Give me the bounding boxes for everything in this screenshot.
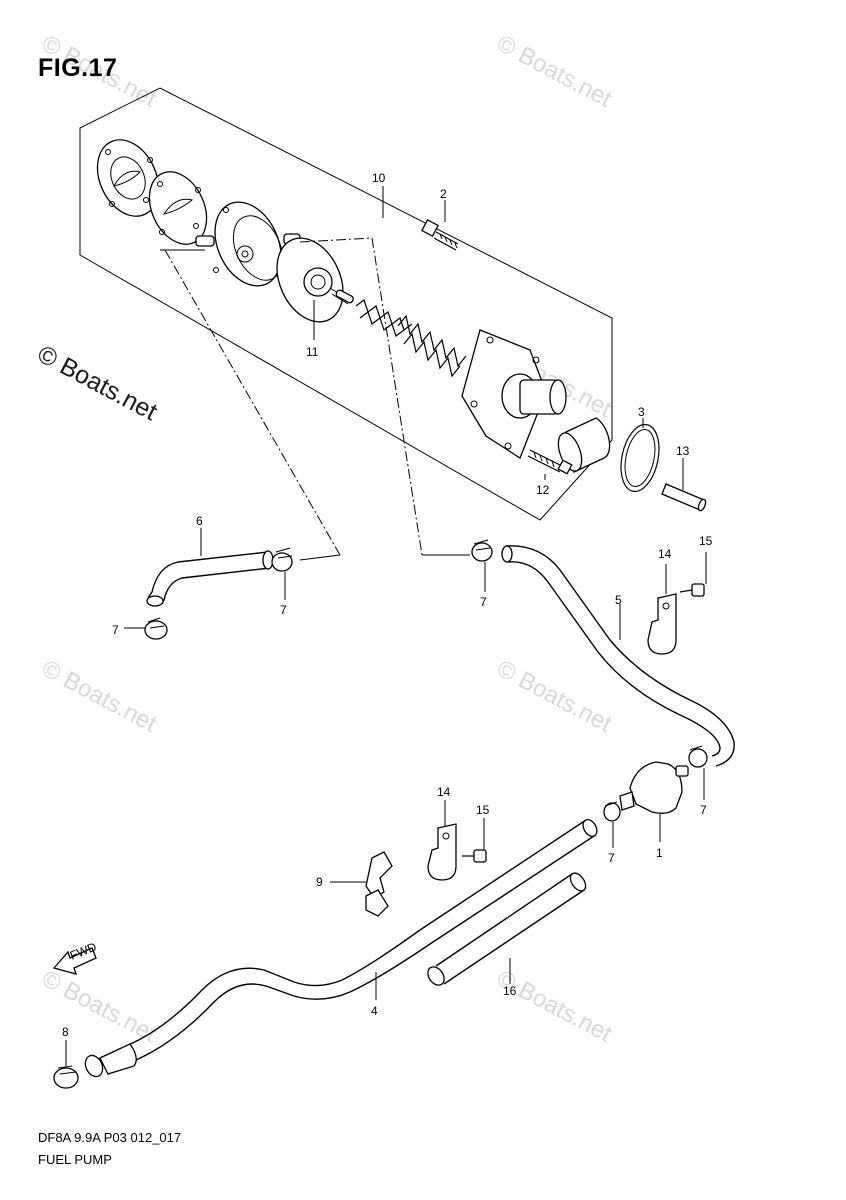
hose-16-part [427, 872, 587, 986]
bolt-15-part [679, 552, 707, 597]
callouts: 1 2 3 4 5 6 7 7 7 7 7 8 9 10 11 12 13 14… [62, 171, 713, 1039]
o-ring-part [620, 423, 660, 493]
callout-3: 3 [638, 405, 645, 419]
callout-7: 7 [280, 603, 287, 617]
callout-7: 7 [700, 803, 707, 817]
callout-2: 2 [440, 187, 447, 201]
clamp-7-part [603, 801, 621, 848]
hose-4-part [84, 818, 598, 1078]
callout-8: 8 [62, 1025, 69, 1039]
screw-part [527, 449, 573, 475]
callout-12: 12 [536, 483, 550, 497]
pump-gasket-part [148, 171, 208, 245]
callout-7: 7 [608, 851, 615, 865]
clamp-7-part [471, 539, 493, 592]
clip-14-part [427, 800, 457, 881]
callout-11: 11 [306, 345, 319, 359]
bolt-15-part [462, 818, 487, 863]
figure-title: FIG.17 [38, 54, 118, 82]
clamp-7-part [688, 745, 708, 800]
small-spring-part [355, 299, 413, 337]
bolt-part [421, 219, 459, 251]
callout-9: 9 [316, 875, 323, 889]
callout-1: 1 [656, 846, 663, 860]
callout-13: 13 [676, 444, 690, 458]
callout-15: 15 [476, 803, 490, 817]
fuel-filter-1-part [619, 761, 689, 842]
callout-5: 5 [615, 593, 622, 607]
pump-assembly-outline [79, 87, 613, 521]
callout-16: 16 [503, 984, 517, 998]
callout-7: 7 [112, 623, 119, 637]
clip-9-part [330, 851, 393, 917]
pump-housing-part [461, 329, 567, 459]
callout-10: 10 [372, 171, 386, 185]
clamp-7-part [271, 547, 293, 600]
callout-6: 6 [196, 514, 203, 528]
hose-5-part [501, 545, 735, 767]
hose-6-part [146, 528, 274, 607]
callout-7: 7 [480, 595, 487, 609]
large-spring-part [397, 314, 467, 378]
fwd-arrow-icon: FWD [52, 939, 99, 975]
callout-15: 15 [699, 534, 713, 548]
leader-lines [160, 186, 684, 561]
figure-code: DF8A 9.9A P03 012_017 [38, 1130, 182, 1145]
callout-14: 14 [658, 547, 672, 561]
clamp-8-part [53, 1040, 79, 1089]
pump-body-part [195, 201, 301, 287]
callout-4: 4 [371, 1004, 378, 1018]
diaphragm-part [276, 237, 354, 323]
pin-part [661, 483, 707, 512]
pump-cover-part [96, 139, 160, 217]
clamp-7-part [124, 617, 168, 640]
clip-14-part [647, 564, 677, 655]
callout-14: 14 [437, 785, 451, 799]
figure-name: FUEL PUMP [38, 1152, 112, 1167]
